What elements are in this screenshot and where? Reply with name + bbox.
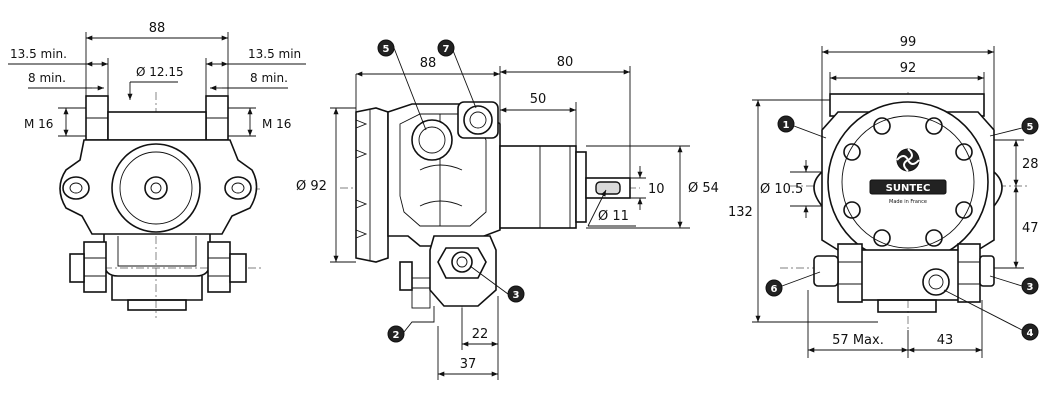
right-fitting-right (957, 243, 995, 303)
suntec-logo-icon (896, 148, 920, 172)
middle-dim-diameter-54: Ø 54 (688, 181, 719, 196)
middle-dim-88: 88 (420, 56, 437, 71)
right-dimensions: 99 92 132 Ø 10.5 28 47 57 (728, 35, 1039, 358)
middle-dim-diameter-11: Ø 11 (598, 209, 629, 224)
left-thread-m16-right: M 16 (262, 117, 291, 131)
svg-text:3: 3 (513, 290, 520, 301)
right-dim-43: 43 (937, 333, 954, 348)
middle-dim-50: 50 (530, 92, 547, 107)
svg-text:7: 7 (443, 44, 450, 55)
right-dim-99: 99 (900, 35, 917, 50)
left-dim-diameter-12-15: Ø 12.15 (136, 65, 184, 79)
right-dim-28: 28 (1022, 157, 1039, 172)
left-flange (59, 139, 258, 235)
callout-2: 2 (387, 325, 405, 343)
left-dimensions: 88 13.5 min. 13.5 min 8 min. 8 min. Ø 12… (8, 21, 306, 137)
left-side-fitting-left (69, 241, 107, 293)
left-side-fitting-right (207, 241, 247, 293)
middle-view: 88 80 50 Ø 92 Ø 54 10 Ø 11 (296, 55, 719, 380)
svg-text:2: 2 (393, 330, 400, 341)
brand-subtitle: Made in France (889, 199, 927, 205)
right-dim-92: 92 (900, 61, 917, 76)
callout-6: 6 (765, 279, 783, 297)
middle-dim-37: 37 (460, 357, 477, 372)
right-dim-47: 47 (1022, 221, 1039, 236)
left-dim-8-min-right: 8 min. (250, 71, 288, 85)
left-view: 88 13.5 min. 13.5 min 8 min. 8 min. Ø 12… (8, 21, 306, 318)
right-view: SUNTEC Made in France 99 92 (728, 35, 1039, 358)
right-dim-diameter-10-5: Ø 10.5 (760, 182, 803, 197)
left-dim-13-5-min-left: 13.5 min. (10, 47, 67, 61)
callout-4: 4 (1021, 323, 1039, 341)
callout-3-middle: 3 (507, 285, 525, 303)
callout-1: 1 (777, 115, 795, 133)
svg-text:6: 6 (771, 284, 778, 295)
left-dim-8-min-left: 8 min. (28, 71, 66, 85)
right-dim-57-max: 57 Max. (832, 333, 884, 348)
svg-text:5: 5 (1027, 122, 1034, 133)
left-thread-m16-left: M 16 (24, 117, 53, 131)
middle-dim-22: 22 (472, 327, 489, 342)
brand-name: SUNTEC (886, 183, 931, 194)
middle-dim-10: 10 (648, 182, 665, 197)
left-top-fitting-left (85, 95, 109, 141)
right-dim-132: 132 (728, 205, 753, 220)
callout-7: 7 (437, 39, 455, 57)
right-fitting-left (813, 243, 863, 303)
callout-5-middle: 5 (377, 39, 395, 57)
callouts: 5 7 3 2 1 5 6 (377, 39, 1039, 343)
svg-text:1: 1 (783, 120, 790, 131)
svg-text:3: 3 (1027, 282, 1034, 293)
callout-5-right: 5 (1021, 117, 1039, 135)
left-top-fitting-right (205, 95, 229, 141)
left-dim-88: 88 (149, 21, 166, 36)
middle-dim-diameter-92: Ø 92 (296, 179, 327, 194)
svg-text:5: 5 (383, 44, 390, 55)
middle-dimensions: 88 80 50 Ø 92 Ø 54 10 Ø 11 (296, 55, 719, 380)
callout-3-right: 3 (1021, 277, 1039, 295)
left-dim-13-5-min-right: 13.5 min (248, 47, 301, 61)
cover-bolts (843, 117, 973, 247)
middle-dim-80: 80 (557, 55, 574, 70)
svg-text:4: 4 (1027, 328, 1034, 339)
middle-end-cover (355, 107, 389, 263)
